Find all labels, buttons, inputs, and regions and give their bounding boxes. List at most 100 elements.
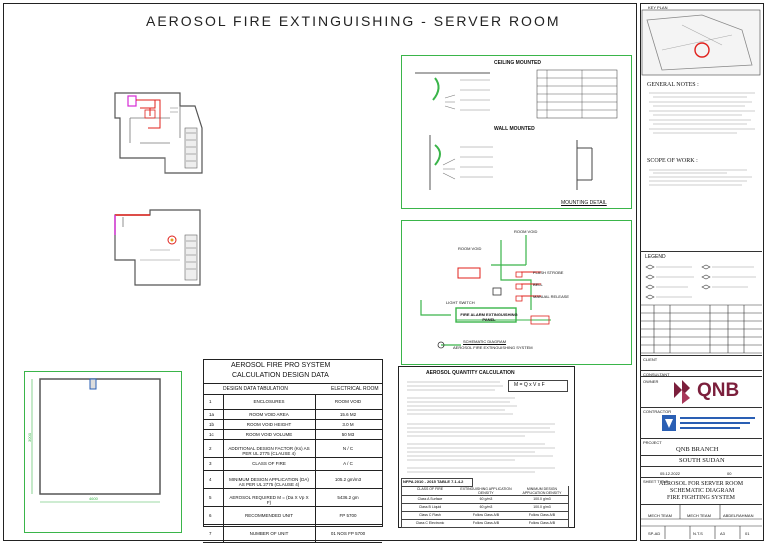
general-notes-title: GENERAL NOTES : <box>647 82 699 88</box>
nfpa-cell: Follow Class A/B <box>528 513 556 517</box>
calc-table <box>203 359 383 527</box>
calc-col-divider <box>223 525 224 542</box>
tb-line-4 <box>640 407 762 408</box>
room-dim-horizontal: 4600 <box>89 496 98 501</box>
calc-col-divider <box>223 420 224 429</box>
calc-col-divider <box>223 440 224 457</box>
tb-line-8 <box>640 477 762 478</box>
designed-by: MECH TEAM <box>648 513 672 518</box>
calc-col-divider <box>315 440 316 457</box>
calc-row-no: 3 <box>209 461 212 466</box>
nfpa-cell: Follow Class A/B <box>528 521 556 525</box>
nfpa-table-row: CLASS OF FIRE EXTINGUISHING APPLICATION D… <box>401 486 569 496</box>
calc-row-no: 1c <box>209 431 214 437</box>
formula: M = Q x V x F <box>514 382 545 388</box>
legend-symbols <box>645 264 756 300</box>
schematic-caption-1: SCHEMATIC DIAGRAM <box>463 339 507 344</box>
sheet-title-1: AEROSOL FOR SERVER ROOM <box>659 481 744 487</box>
checked-by: ABDELRAHMAN <box>723 513 754 518</box>
tb-line-6 <box>640 455 762 456</box>
ceiling-mount-drawing <box>415 72 490 111</box>
sheet-main-title: AEROSOL FIRE EXTINGUISHING - SERVER ROOM <box>146 13 561 29</box>
calc-row-no: 6 <box>209 512 212 518</box>
calc-row-no: 2 <box>209 445 212 451</box>
floor-plan-upper <box>114 92 203 174</box>
calc-row-desc: ROOM VOID HEIGHT <box>246 421 292 427</box>
nfpa-table: CLASS OF FIRE EXTINGUISHING APPLICATION D… <box>401 486 569 528</box>
label-room-void-1: ROOM VOID <box>458 246 482 251</box>
nfpa-cell: EXTINGUISHING APPLICATION DENSITY <box>460 487 512 495</box>
schematic-wiring <box>420 235 551 349</box>
calc-col-divider <box>315 489 316 506</box>
scale-value: N.T.S <box>693 531 703 536</box>
calc-table-title-1: AEROSOL FIRE PRO SYSTEM <box>231 362 331 369</box>
nfpa-cell: CLASS OF FIRE <box>416 487 444 491</box>
label-room-void-2: ROOM VOID <box>514 229 538 234</box>
nfpa-title-bar <box>401 478 473 487</box>
label-light-switch: LIGHT SWITCH <box>446 300 475 305</box>
label-bell: BELL <box>533 282 543 287</box>
nfpa-cell: Class B Liquid <box>418 505 442 509</box>
nfpa-title: NFPA 2010 - 2015 TABLE 7.1.4.2 <box>403 479 464 484</box>
calc-header-right: ELECTRICAL ROOM <box>331 386 379 392</box>
contractor-logo <box>662 415 755 431</box>
general-notes-lines <box>649 92 755 134</box>
tb-line-7 <box>640 466 762 467</box>
contractor-label: CONTRACTOR <box>643 409 672 414</box>
rev-value: 00 <box>727 471 732 476</box>
calc-row-no: 1 <box>209 399 212 404</box>
scope-of-work-lines <box>649 169 752 186</box>
sign-off-grid <box>640 504 762 539</box>
wall-mount-drawing <box>429 135 493 190</box>
mounting-component-table <box>536 69 618 119</box>
calc-row-no: 7 <box>209 530 212 536</box>
scope-of-work-title: SCOPE OF WORK : <box>647 158 698 164</box>
calc-row-desc: ROOM VOID VOLUME <box>245 431 293 437</box>
tb-line-3 <box>640 376 762 377</box>
calc-col-divider <box>315 410 316 419</box>
calc-row-desc: NUMBER OF UNIT <box>249 530 289 536</box>
label-fire-alarm-panel: FIRE ALARM EXTINGUISHING PANEL <box>460 312 518 322</box>
calc-col-divider <box>315 525 316 542</box>
sheet-title-3: FIRE FIGHTING SYSTEM <box>667 495 736 501</box>
consultant-label: CONSULTANT <box>643 372 670 377</box>
nfpa-cell: 60 g/m3 <box>479 505 493 509</box>
calc-row-desc: MINIMUM DESIGN APPLICATION (DA) AS PER U… <box>229 476 309 487</box>
label-manual-release: MANUAL RELEASE <box>533 294 570 299</box>
tb-line-1 <box>640 355 762 356</box>
calc-col-divider <box>223 507 224 524</box>
key-plan-drawing <box>641 9 761 76</box>
owner-label: OWNER <box>643 379 659 384</box>
calc-header-left: DESIGN DATA TABULATION <box>223 386 288 392</box>
nfpa-cell: Class A Surface <box>417 497 443 501</box>
calc-row-desc: ADDITIONAL DESIGN FACTOR (Ks) AS PER UL … <box>228 445 310 456</box>
key-plan-label: KEY PLAN <box>648 5 668 10</box>
calc-row-no: 5 <box>209 494 212 500</box>
room-dim-vertical: 3000 <box>26 433 32 442</box>
drawing-no: SP-AD <box>648 531 661 536</box>
nfpa-cell: MINIMUM DESIGN APPLICATION DENSITY <box>522 487 562 495</box>
owner-logo-text: QNB <box>697 380 740 401</box>
nfpa-cell: Class C Electronic <box>415 521 445 525</box>
calc-col-divider <box>315 458 316 470</box>
floor-plan-lower <box>114 209 201 286</box>
schematic-caption-2: AEROSOL FIRE EXTINGUISHING SYSTEM <box>453 345 533 350</box>
calc-row-desc: ROOM VOID AREA <box>249 411 289 417</box>
drawing-frame <box>3 3 637 541</box>
calc-col-divider <box>223 489 224 506</box>
calc-col-divider <box>315 395 316 409</box>
wall-mounted-title: WALL MOUNTED <box>494 126 535 132</box>
sheet-title-label: SHEET TITLE <box>643 479 669 484</box>
schematic-box <box>401 220 632 365</box>
size-value: A3 <box>720 531 725 536</box>
calc-row-desc: RECOMMENDED UNIT <box>245 512 293 518</box>
revision-table <box>640 304 762 354</box>
calc-col-divider <box>223 430 224 439</box>
nfpa-cell: 100.0 g/m3 <box>533 497 551 501</box>
